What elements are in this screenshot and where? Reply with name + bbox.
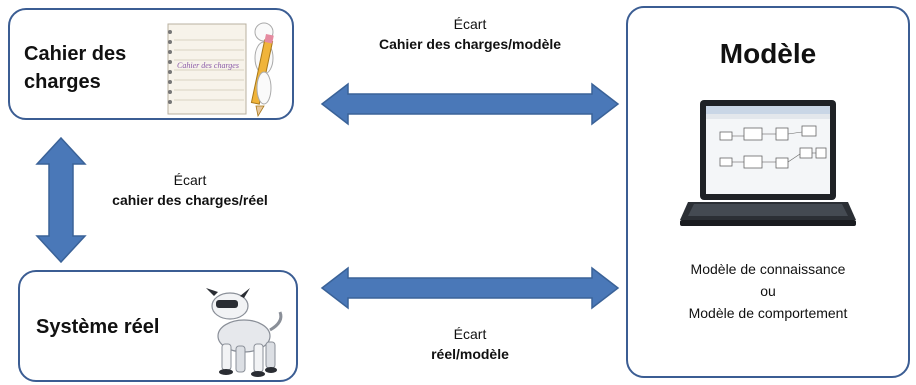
- edge-bottom-line2: réel/modèle: [431, 346, 509, 362]
- edge-left-line1: Écart: [173, 172, 207, 188]
- modele-caption-line1: Modèle de connaissance: [690, 261, 846, 277]
- edge-label-left: Écart cahier des charges/réel: [90, 170, 290, 210]
- notebook-pencil-icon: Cahier des charges: [167, 22, 274, 118]
- modele-caption-line3: Modèle de comportement: [688, 305, 848, 321]
- cahier-des-charges-box: Cahier des charges Cahier des charges: [8, 8, 294, 120]
- cahier-title-line1: Cahier des: [24, 43, 127, 65]
- arrow-cahier-modele: [320, 82, 620, 126]
- edge-label-bottom: Écart réel/modèle: [340, 324, 600, 364]
- edge-bottom-line1: Écart: [453, 326, 487, 342]
- edge-left-line2: cahier des charges/réel: [112, 192, 268, 208]
- modele-caption: Modèle de connaissance ou Modèle de comp…: [628, 258, 908, 324]
- modele-title: Modèle: [719, 38, 817, 69]
- edge-top-line2: Cahier des charges/modèle: [378, 36, 562, 52]
- laptop-icon: [680, 100, 856, 226]
- modele-caption-line2: ou: [760, 283, 776, 299]
- arrow-cahier-reel: [35, 136, 87, 264]
- edge-label-top: Écart Cahier des charges/modèle: [340, 14, 600, 54]
- modele-box: Modèle Modèle de connaissance ou Modèle …: [626, 6, 910, 378]
- cahier-title-line2: charges: [24, 71, 101, 93]
- edge-top-line1: Écart: [453, 16, 487, 32]
- arrow-reel-modele: [320, 266, 620, 310]
- systeme-title: Système réel: [36, 316, 160, 338]
- robot-dog-icon: [206, 288, 283, 377]
- cahier-title: Cahier des charges: [24, 40, 126, 96]
- notebook-text: Cahier des charges: [177, 61, 239, 70]
- systeme-reel-box: Système réel: [18, 270, 298, 382]
